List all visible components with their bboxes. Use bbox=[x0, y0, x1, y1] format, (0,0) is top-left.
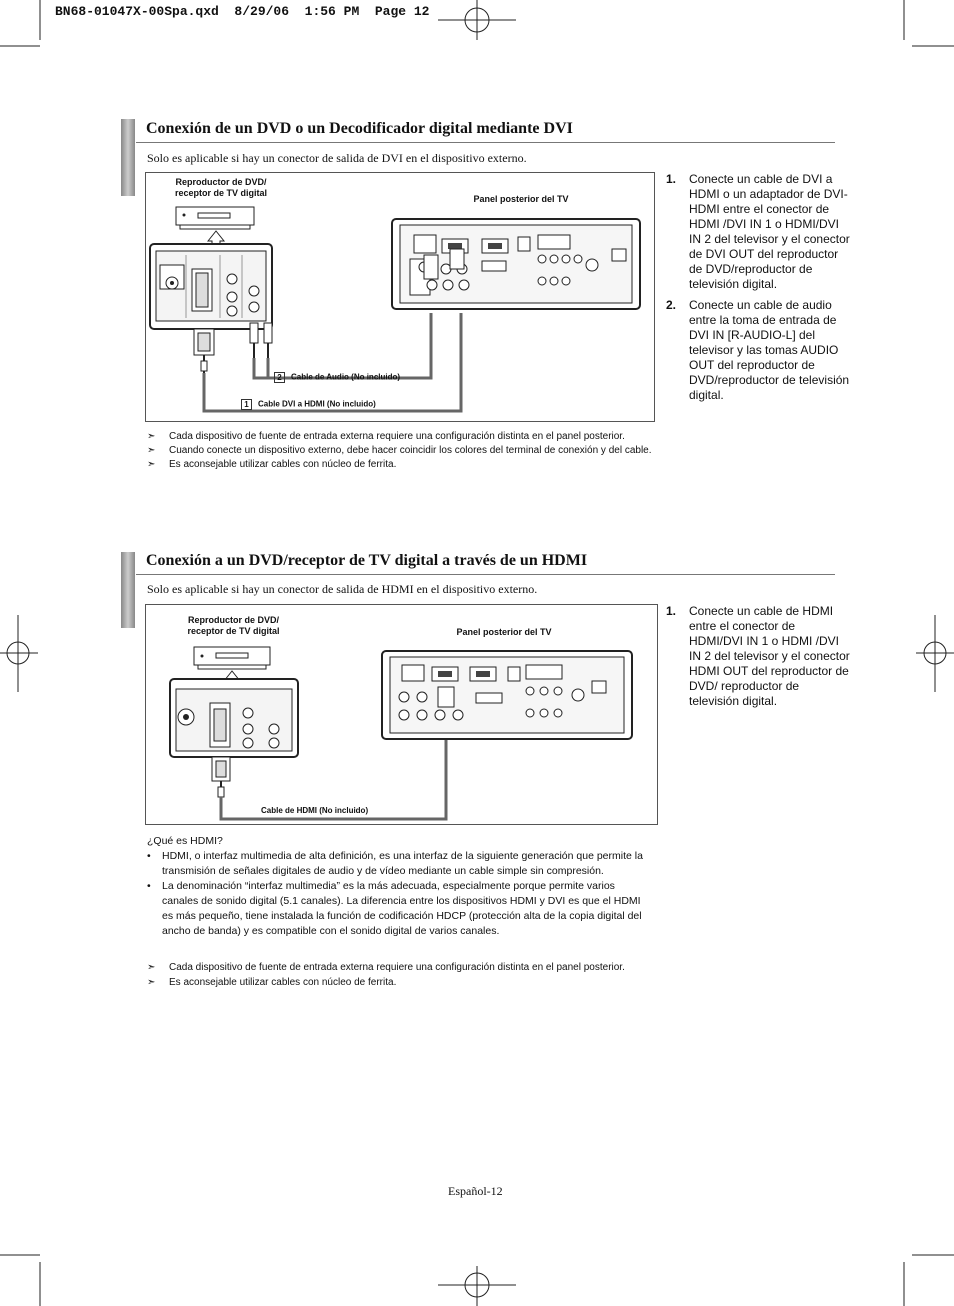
bullet-text: HDMI, o interfaz multimedia de alta defi… bbox=[162, 850, 643, 877]
hdmi-connection-diagram: Reproductor de DVD/ receptor de TV digit… bbox=[145, 604, 658, 825]
what-is-hdmi-heading: ¿Qué es HDMI? bbox=[147, 835, 223, 847]
section-title: Conexión de un DVD o un Decodificador di… bbox=[146, 120, 573, 137]
dvi-hdmi-cable bbox=[202, 313, 463, 413]
step-item: 1. Conecte un cable de HDMI entre el con… bbox=[666, 604, 852, 709]
bullet-item: • HDMI, o interfaz multimedia de alta de… bbox=[147, 849, 647, 879]
audio-cable bbox=[252, 313, 433, 380]
bullet-icon: • bbox=[147, 850, 151, 862]
bullet-text: La denominación “interfaz multimedia” es… bbox=[162, 880, 642, 937]
note-text: Cada dispositivo de fuente de entrada ex… bbox=[169, 962, 625, 973]
note-text: Es aconsejable utilizar cables con núcle… bbox=[169, 459, 397, 470]
step-number: 1. bbox=[666, 604, 677, 618]
hdmi-diagram-art bbox=[169, 646, 633, 821]
dvd-player-icon bbox=[175, 206, 255, 230]
step-item: 2. Conecte un cable de audio entre la to… bbox=[666, 298, 852, 403]
section-rule bbox=[136, 142, 835, 143]
steps-list: 1. Conecte un cable de HDMI entre el con… bbox=[666, 604, 852, 709]
device-label: Reproductor de DVD/ receptor de TV digit… bbox=[187, 615, 280, 636]
step-number: 2. bbox=[666, 298, 677, 312]
hdmi-bullets: • HDMI, o interfaz multimedia de alta de… bbox=[147, 849, 647, 939]
cable-number: 1 bbox=[241, 399, 252, 410]
step-number: 1. bbox=[666, 172, 677, 186]
note-arrow-icon: ➣ bbox=[147, 445, 156, 456]
note-arrow-icon: ➣ bbox=[147, 431, 156, 442]
steps-list: 1. Conecte un cable de DVI a HDMI o un a… bbox=[666, 172, 852, 403]
dvi-plug bbox=[193, 328, 215, 373]
device-back-panel bbox=[149, 243, 273, 330]
device-back-panel bbox=[169, 678, 299, 758]
note-item: ➣ Cada dispositivo de fuente de entrada … bbox=[147, 430, 687, 444]
cable-number: 2 bbox=[274, 372, 285, 383]
step-text: Conecte un cable de audio entre la toma … bbox=[689, 298, 850, 402]
note-item: ➣ Es aconsejable utilizar cables con núc… bbox=[147, 975, 647, 990]
tv-back-panel bbox=[391, 218, 641, 310]
hdmi-cable-label: Cable de HDMI (No incluido) bbox=[261, 806, 369, 815]
note-item: ➣ Cuando conecte un dispositivo externo,… bbox=[147, 444, 687, 458]
note-item: ➣ Cada dispositivo de fuente de entrada … bbox=[147, 960, 647, 975]
registration-mark-bottom bbox=[438, 1266, 516, 1306]
dvi-diagram-art bbox=[149, 206, 641, 413]
note-text: Cada dispositivo de fuente de entrada ex… bbox=[169, 431, 625, 442]
note-arrow-icon: ➣ bbox=[147, 977, 156, 988]
page-number: Español-12 bbox=[448, 1184, 503, 1198]
bullet-icon: • bbox=[147, 880, 151, 892]
section-rule bbox=[136, 574, 835, 575]
step-item: 1. Conecte un cable de DVI a HDMI o un a… bbox=[666, 172, 852, 292]
registration-mark-top bbox=[438, 0, 516, 40]
dvi-hdmi-cable-label: Cable DVI a HDMI (No incluido) bbox=[258, 399, 376, 409]
arrow-up-icon bbox=[206, 230, 226, 246]
audio-plugs bbox=[249, 322, 273, 358]
audio-cable-label: Cable de Audio (No incluido) bbox=[291, 372, 401, 382]
dvi-connection-diagram: Reproductor de DVD/ receptor de TV digit… bbox=[145, 172, 655, 422]
notes-list: ➣ Cada dispositivo de fuente de entrada … bbox=[147, 960, 647, 990]
section-intro: Solo es aplicable si hay un conector de … bbox=[147, 582, 538, 596]
note-text: Cuando conecte un dispositivo externo, d… bbox=[169, 445, 652, 456]
section-intro: Solo es aplicable si hay un conector de … bbox=[147, 151, 527, 165]
notes-list: ➣ Cada dispositivo de fuente de entrada … bbox=[147, 430, 687, 472]
section-bar bbox=[121, 552, 135, 628]
step-text: Conecte un cable de DVI a HDMI o un adap… bbox=[689, 172, 850, 291]
note-arrow-icon: ➣ bbox=[147, 459, 156, 470]
tv-back-panel bbox=[381, 650, 633, 740]
note-text: Es aconsejable utilizar cables con núcle… bbox=[169, 977, 397, 988]
step-text: Conecte un cable de HDMI entre el conect… bbox=[689, 604, 850, 708]
hdmi-plug bbox=[211, 756, 231, 798]
section-bar bbox=[121, 119, 135, 196]
bullet-item: • La denominación “interfaz multimedia” … bbox=[147, 879, 647, 939]
panel-label: Panel posterior del TV bbox=[456, 627, 552, 637]
panel-label: Panel posterior del TV bbox=[473, 194, 569, 204]
registration-mark-left bbox=[0, 615, 38, 692]
registration-mark-right bbox=[916, 615, 954, 692]
dvd-player-icon bbox=[193, 646, 271, 670]
file-header: BN68-01047X-00Spa.qxd 8/29/06 1:56 PM Pa… bbox=[55, 4, 430, 19]
section-title: Conexión a un DVD/receptor de TV digital… bbox=[146, 552, 588, 569]
device-label: Reproductor de DVD/ receptor de TV digit… bbox=[174, 177, 268, 198]
note-arrow-icon: ➣ bbox=[147, 962, 156, 973]
hdmi-cable bbox=[219, 705, 448, 821]
note-item: ➣ Es aconsejable utilizar cables con núc… bbox=[147, 458, 687, 472]
